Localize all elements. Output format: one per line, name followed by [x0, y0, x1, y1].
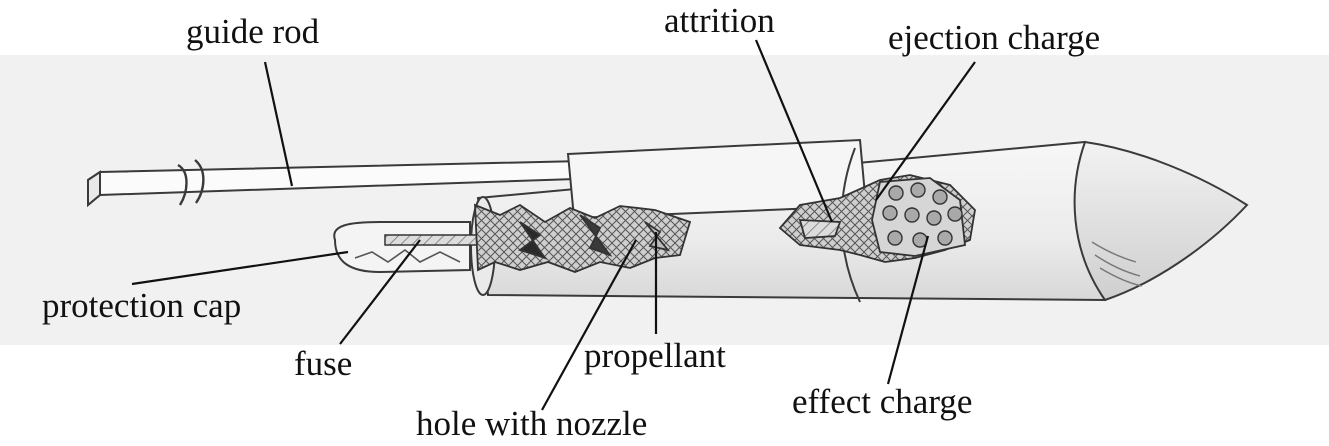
label-hole-with-nozzle: hole with nozzle — [416, 406, 647, 441]
label-protection-cap: protection cap — [42, 288, 241, 323]
label-guide-rod: guide rod — [186, 14, 319, 49]
label-attrition: attrition — [664, 3, 775, 38]
label-propellant: propellant — [584, 338, 726, 373]
label-ejection-charge: ejection charge — [888, 20, 1100, 55]
label-fuse: fuse — [294, 346, 352, 381]
label-effect-charge: effect charge — [792, 384, 972, 419]
